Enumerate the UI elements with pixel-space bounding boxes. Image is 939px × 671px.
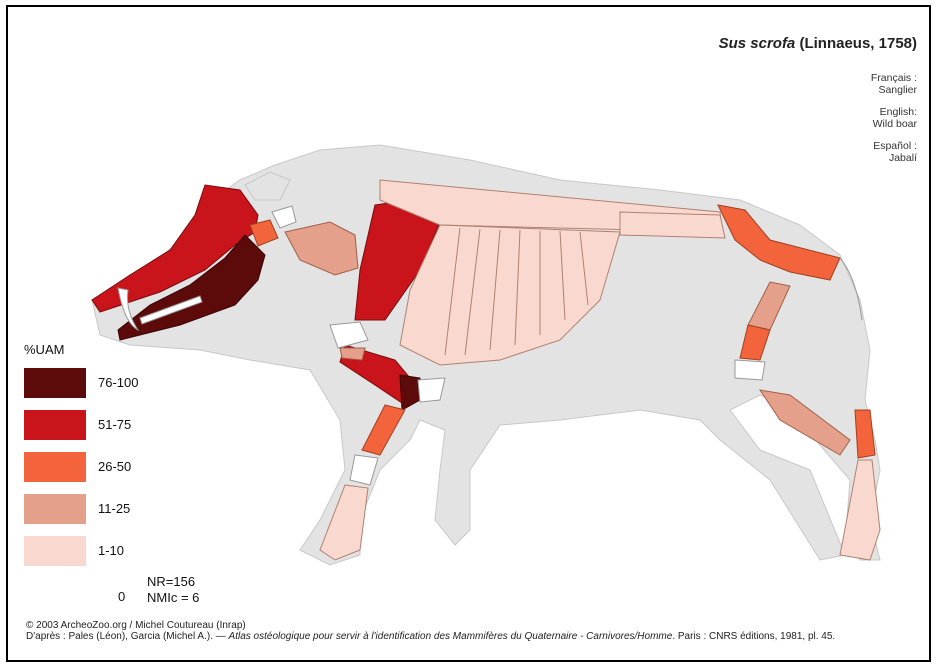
legend-item: 76-100 — [24, 368, 224, 402]
legend-item: 26-50 — [24, 452, 224, 486]
legend-item: 51-75 — [24, 410, 224, 444]
legend-heading: %UAM — [24, 342, 64, 357]
shoulder-bone — [340, 348, 365, 360]
legend-label: 76-100 — [98, 375, 138, 390]
species-name: Sus scrofa — [719, 35, 796, 52]
legend-label: 0 — [118, 589, 125, 604]
legend-swatch — [24, 368, 86, 398]
lang-label: Español : — [871, 140, 917, 152]
name-fr: Français :Sanglier — [871, 72, 917, 96]
legend-swatch — [24, 410, 86, 440]
nr-count: NR=156 — [147, 574, 199, 590]
legend: %UAM 76-100 51-75 26-50 11-25 1-10 0 — [24, 342, 64, 367]
legend-label: 51-75 — [98, 417, 131, 432]
species-title: Sus scrofa (Linnaeus, 1758) — [719, 35, 917, 52]
name-en: English:Wild boar — [871, 106, 917, 130]
patella — [735, 360, 765, 380]
source-title: Atlas ostéologique pour servir à l'ident… — [229, 631, 673, 642]
species-author: (Linnaeus, 1758) — [799, 35, 917, 52]
counts: NR=156 NMIc = 6 — [147, 574, 199, 606]
legend-item: 11-25 — [24, 494, 224, 528]
legend-label: 26-50 — [98, 459, 131, 474]
legend-swatch — [24, 536, 86, 566]
common-name: Jabalí — [871, 152, 917, 164]
legend-item: 1-10 — [24, 536, 224, 570]
legend-label: 11-25 — [98, 501, 130, 516]
lang-label: English: — [871, 106, 917, 118]
nmi-count: NMIc = 6 — [147, 590, 199, 606]
name-es: Español :Jabalí — [871, 140, 917, 164]
legend-swatch — [24, 452, 86, 482]
credits: © 2003 ArcheoZoo.org / Michel Coutureau … — [26, 620, 835, 642]
common-names: Français :Sanglier English:Wild boar Esp… — [871, 72, 917, 174]
common-name: Sanglier — [871, 84, 917, 96]
common-name: Wild boar — [871, 118, 917, 130]
source-suffix: . Paris : CNRS éditions, 1981, pl. 45. — [672, 631, 835, 642]
legend-swatch — [24, 494, 86, 524]
lumbar-vertebrae — [620, 212, 725, 238]
source-prefix: D'après : Pales (Léon), Garcia (Michel A… — [26, 631, 226, 642]
tarsal-bone — [855, 410, 875, 458]
legend-label: 1-10 — [98, 543, 124, 558]
legend-swatch — [24, 582, 86, 612]
source-line: D'après : Pales (Léon), Garcia (Michel A… — [26, 631, 835, 642]
copyright-line: © 2003 ArcheoZoo.org / Michel Coutureau … — [26, 620, 835, 631]
lang-label: Français : — [871, 72, 917, 84]
